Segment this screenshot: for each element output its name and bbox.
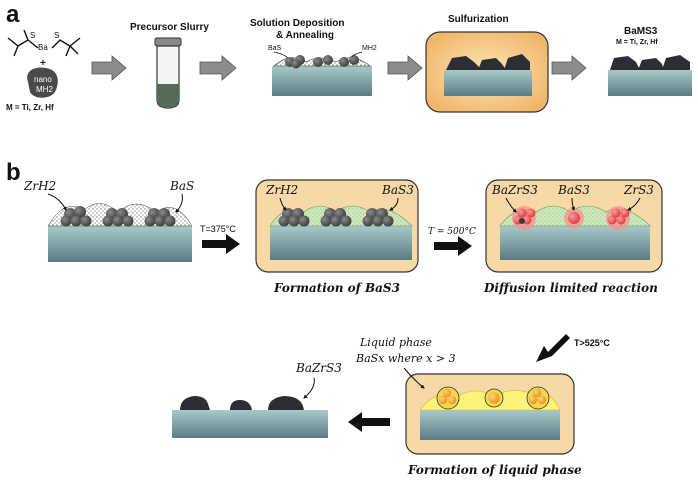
arrow-b3 (536, 334, 570, 362)
stage3-caption: Diffusion limited reaction (483, 281, 658, 295)
stage4-caption: Formation of liquid phase (407, 463, 582, 477)
sulfurization-title: Sulfurization (448, 14, 509, 25)
stage3-zrs3-label: ZrS3 (623, 183, 654, 197)
nano-mh2-particle (27, 67, 58, 98)
metals-label: M = Ti, Zr, Hf (6, 103, 54, 112)
deposition-bas-label: BaS (268, 45, 282, 52)
deposition-title-1: Solution Deposition (250, 18, 344, 29)
plus-label: + (40, 58, 46, 69)
arrow-a1 (91, 55, 127, 81)
arrow-b4 (348, 412, 390, 432)
nano-label: nano (34, 75, 52, 84)
panel-a-letter: a (6, 1, 20, 28)
deposition-title-2: & Annealing (276, 30, 334, 41)
stage2-furnace: ZrH2 BaS3 (255, 179, 419, 273)
slurry-title: Precursor Slurry (130, 22, 209, 33)
stage5-film: BaZrS3 (172, 361, 342, 438)
arrow2-label: T = 500°C (428, 227, 476, 237)
arrow-b2 (434, 236, 472, 256)
sulfur-right-label: S (54, 31, 59, 40)
stage3-furnace: BaZrS3 BaS3 ZrS3 (485, 179, 663, 273)
mh2-label: MH2 (36, 85, 53, 94)
stage2-zrh2-label: ZrH2 (265, 183, 298, 197)
stage2-bas3-label: BaS3 (381, 183, 414, 197)
arrow-a3 (387, 55, 423, 81)
panel-b-letter: b (6, 159, 21, 186)
stage1-bas-label: BaS (169, 179, 194, 193)
slurry-vial (154, 37, 182, 109)
stage3-bas3-label: BaS3 (557, 183, 590, 197)
stage4-furnace (403, 367, 575, 455)
stage3-bazrs3-label: BaZrS3 (491, 183, 538, 197)
stage4-liquid-line2: BaSx where x > 3 (355, 352, 456, 365)
product-title: BaMS3 (624, 26, 658, 37)
product-film (608, 55, 692, 96)
stage2-caption: Formation of BaS3 (273, 281, 400, 295)
arrow-a4 (551, 55, 587, 81)
arrow-b1 (202, 234, 240, 254)
stage5-bazrs3-label: BaZrS3 (295, 361, 342, 375)
arrow1-label: T=375°C (200, 224, 236, 234)
stage1-zrh2-label: ZrH2 (23, 179, 56, 193)
stage1-film: ZrH2 BaS (23, 179, 194, 262)
stage4-liquid-line1: Liquid phase (359, 336, 432, 349)
precursor-molecule: S S Ba + nano MH2 M = Ti, Zr, Hf (6, 29, 81, 112)
sulfur-left-label: S (30, 31, 35, 40)
arrow-a2 (199, 55, 237, 81)
barium-label: Ba (38, 43, 48, 52)
process-arrows-a (91, 55, 587, 81)
deposition-film: BaS MH2 (268, 45, 377, 96)
sulfurization-furnace (425, 31, 549, 113)
arrow3-label: T>525°C (574, 338, 610, 348)
deposition-mh2-label: MH2 (362, 45, 377, 52)
product-metals: M = Ti, Zr, Hf (616, 39, 658, 46)
